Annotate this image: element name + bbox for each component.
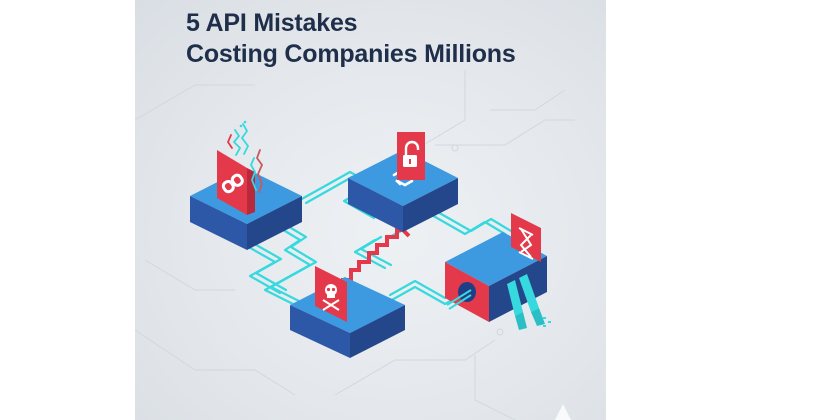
node-broken-link bbox=[190, 120, 302, 250]
node-unlocked bbox=[348, 132, 458, 232]
title-line-2: Costing Companies Millions bbox=[186, 40, 516, 68]
background-circuit-lines bbox=[135, 70, 575, 420]
page-title: 5 API Mistakes Costing Companies Million… bbox=[186, 8, 516, 70]
broken-link-icon bbox=[221, 173, 244, 194]
hero-panel: 5 API Mistakes Costing Companies Million… bbox=[135, 0, 606, 420]
node-skull bbox=[290, 266, 405, 358]
skull-crossbones-icon bbox=[322, 284, 340, 311]
node-hourglass bbox=[445, 213, 551, 330]
unlocked-padlock-icon bbox=[403, 140, 420, 167]
hourglass-icon bbox=[518, 227, 534, 260]
red-zigzag-stairs bbox=[341, 228, 411, 290]
api-network-illustration bbox=[135, 70, 575, 420]
title-line-1: 5 API Mistakes bbox=[186, 9, 358, 37]
